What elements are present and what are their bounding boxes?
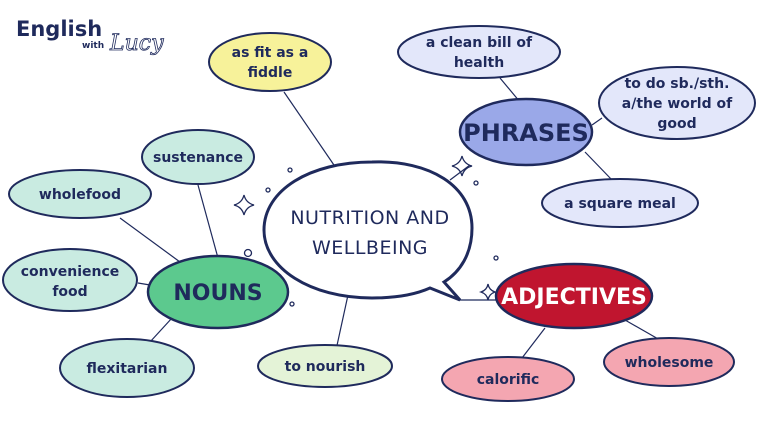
hub-adjectives-shape (494, 262, 654, 330)
hub-nouns: NOUNS (146, 254, 290, 330)
node-label-line-1: to do sb./sth. (625, 76, 730, 92)
node-to-nourish: to nourish (257, 344, 393, 388)
center-title-line-2: WELLBEING (312, 237, 428, 259)
logo-main-text: English (16, 17, 102, 41)
node-label-line-2: fiddle (248, 65, 293, 81)
node-label: wholefood (39, 187, 121, 203)
node-calorific: calorific (441, 356, 575, 402)
node-label: calorific (477, 372, 540, 388)
connector-phrases-to-world (591, 117, 603, 126)
connector-nouns-to-flexitarian (149, 317, 173, 343)
connector-phrases-to-clean-bill (499, 77, 521, 103)
connector-lines (119, 77, 661, 359)
sparkle-icon (478, 283, 498, 301)
brand-logo: English with Lucy (16, 17, 164, 56)
node-sustenance: sustenance (141, 129, 255, 185)
connector-nouns-to-wholefood (119, 217, 181, 263)
node-convenience-food: convenience food (2, 248, 138, 312)
hub-adjectives: ADJECTIVES (494, 262, 654, 330)
node-label: to nourish (285, 359, 366, 375)
connector-center-to-nourish (335, 294, 349, 351)
connector-nouns-to-sustenance (197, 184, 219, 259)
node-label-line-1: convenience (21, 264, 120, 280)
connector-phrases-to-square-meal (584, 151, 613, 181)
node-label: sustenance (153, 150, 243, 166)
node-label-line-1: as fit as a (232, 45, 309, 61)
dot-icon (243, 248, 253, 258)
dot-icon (493, 255, 499, 261)
connector-adjectives-to-calorific (521, 327, 546, 359)
node-label-line-2: a/the world of (622, 96, 733, 112)
connector-center-to-fit (283, 91, 337, 169)
node-label: wholesome (625, 355, 714, 371)
center-bubble-shape (262, 160, 474, 302)
dot-icon (287, 167, 293, 173)
center-title-line-1: NUTRITION AND (290, 207, 449, 229)
center-topic-bubble: NUTRITION AND WELLBEING (262, 160, 474, 302)
sparkle-icon (233, 194, 255, 216)
hub-phrases-label: PHRASES (463, 119, 589, 147)
dot-icon (289, 301, 295, 307)
node-label-line-1: a clean bill of (426, 35, 533, 51)
node-label: flexitarian (87, 361, 168, 377)
sparkle-icon (451, 155, 473, 177)
node-wholefood: wholefood (8, 169, 152, 219)
hub-nouns-label: NOUNS (173, 281, 262, 306)
node-label-line-3: good (657, 116, 696, 132)
node-wholesome: wholesome (603, 337, 735, 387)
node-a-clean-bill-of-health: a clean bill of health (397, 25, 561, 79)
node-label-line-2: food (52, 284, 87, 300)
node-world-of-good: to do sb./sth. a/the world of good (598, 66, 756, 140)
hub-adjectives-label: ADJECTIVES (501, 285, 647, 310)
dot-icon (473, 180, 479, 186)
node-flexitarian: flexitarian (59, 338, 195, 398)
logo-with-text: with (82, 41, 104, 51)
connector-adjectives-to-wholesome (624, 319, 661, 341)
node-a-square-meal: a square meal (541, 178, 699, 228)
dot-icon (265, 187, 271, 193)
hub-nouns-shape (146, 254, 290, 330)
logo-script-text: Lucy (109, 31, 164, 56)
hub-phrases-shape (458, 97, 594, 167)
node-as-fit-as-a-fiddle: as fit as a fiddle (208, 32, 332, 92)
node-label-line-2: health (454, 55, 504, 71)
node-label: a square meal (564, 196, 676, 212)
hub-phrases: PHRASES (458, 97, 594, 167)
